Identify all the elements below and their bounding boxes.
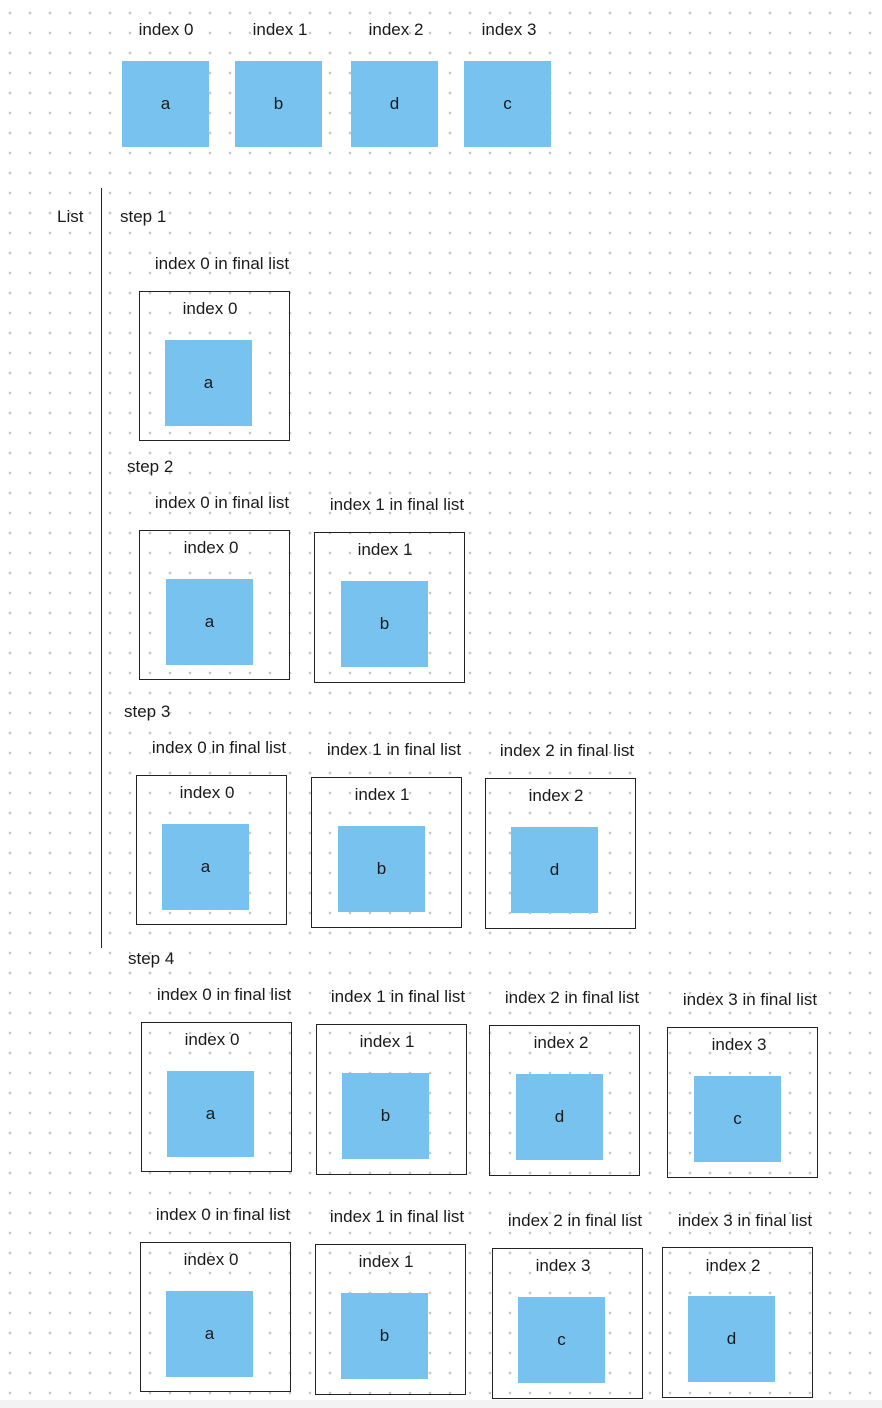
value-tile[interactable]: b bbox=[341, 581, 428, 667]
final-index-label: index 3 in final list bbox=[682, 990, 818, 1009]
tile-value: c bbox=[557, 1330, 566, 1349]
list-item-frame[interactable] bbox=[662, 1247, 813, 1398]
step-label: step 1 bbox=[120, 207, 167, 226]
value-tile[interactable]: a bbox=[166, 1291, 253, 1377]
final-index-label: index 1 in final list bbox=[329, 495, 465, 514]
tile-value: b bbox=[379, 614, 390, 633]
item-index-label: index 1 bbox=[359, 1032, 415, 1051]
tile-value: a bbox=[200, 857, 211, 876]
list-item-frame[interactable] bbox=[136, 775, 287, 925]
item-index-label: index 1 bbox=[357, 540, 413, 559]
list-item-frame[interactable] bbox=[315, 1244, 466, 1395]
tile-value: d bbox=[389, 94, 400, 113]
value-tile[interactable]: d bbox=[351, 61, 438, 147]
top-index-label: index 2 bbox=[368, 20, 424, 39]
value-tile[interactable]: d bbox=[511, 827, 598, 913]
tile-value: b bbox=[379, 1326, 390, 1345]
list-item-frame[interactable] bbox=[667, 1027, 818, 1178]
final-index-label: index 0 in final list bbox=[151, 738, 287, 757]
item-index-label: index 0 bbox=[179, 783, 235, 802]
final-index-label: index 0 in final list bbox=[154, 254, 290, 273]
value-tile[interactable]: d bbox=[688, 1296, 775, 1382]
list-item-frame[interactable] bbox=[492, 1248, 643, 1399]
final-index-label: index 0 in final list bbox=[154, 493, 290, 512]
step-label: step 2 bbox=[127, 457, 174, 476]
item-index-label: index 0 bbox=[183, 1250, 239, 1269]
tile-value: a bbox=[204, 612, 215, 631]
value-tile[interactable]: a bbox=[167, 1071, 254, 1157]
step-label: step 4 bbox=[128, 949, 175, 968]
list-divider-line bbox=[101, 188, 102, 948]
item-index-label: index 3 bbox=[711, 1035, 767, 1054]
list-item-frame[interactable] bbox=[141, 1022, 292, 1172]
value-tile[interactable]: b bbox=[342, 1073, 429, 1159]
item-index-label: index 3 bbox=[535, 1256, 591, 1275]
tile-value: b bbox=[380, 1106, 391, 1125]
item-index-label: index 1 bbox=[358, 1252, 414, 1271]
tile-value: a bbox=[205, 1104, 216, 1123]
item-index-label: index 2 bbox=[528, 786, 584, 805]
tile-value: c bbox=[733, 1109, 742, 1128]
list-item-frame[interactable] bbox=[139, 530, 290, 680]
tile-value: a bbox=[203, 373, 214, 392]
final-index-label: index 2 in final list bbox=[504, 988, 640, 1007]
item-index-label: index 0 bbox=[184, 1030, 240, 1049]
item-index-label: index 0 bbox=[183, 538, 239, 557]
value-tile[interactable]: c bbox=[694, 1076, 781, 1162]
value-tile[interactable]: b bbox=[338, 826, 425, 912]
final-index-label: index 1 in final list bbox=[330, 987, 466, 1006]
item-index-label: index 2 bbox=[533, 1033, 589, 1052]
value-tile[interactable]: c bbox=[464, 61, 551, 147]
top-index-label: index 1 bbox=[252, 20, 308, 39]
item-index-label: index 1 bbox=[354, 785, 410, 804]
top-index-label: index 3 bbox=[481, 20, 537, 39]
tile-value: d bbox=[549, 860, 560, 879]
step-label: step 3 bbox=[124, 702, 171, 721]
list-label: List bbox=[57, 207, 84, 226]
value-tile[interactable]: d bbox=[516, 1074, 603, 1160]
item-index-label: index 0 bbox=[182, 299, 238, 318]
tile-value: a bbox=[160, 94, 171, 113]
final-index-label: index 1 in final list bbox=[329, 1207, 465, 1226]
list-item-frame[interactable] bbox=[316, 1024, 467, 1175]
value-tile[interactable]: c bbox=[518, 1297, 605, 1383]
list-item-frame[interactable] bbox=[140, 1242, 291, 1392]
tile-value: c bbox=[503, 94, 512, 113]
final-index-label: index 2 in final list bbox=[507, 1211, 643, 1230]
list-item-frame[interactable] bbox=[139, 291, 290, 441]
tile-value: a bbox=[204, 1324, 215, 1343]
list-item-frame[interactable] bbox=[314, 532, 465, 683]
value-tile[interactable]: a bbox=[165, 340, 252, 426]
final-index-label: index 1 in final list bbox=[326, 740, 462, 759]
item-index-label: index 2 bbox=[705, 1256, 761, 1275]
value-tile[interactable]: a bbox=[122, 61, 209, 147]
tile-value: d bbox=[726, 1329, 737, 1348]
tile-value: b bbox=[273, 94, 284, 113]
tile-value: d bbox=[554, 1107, 565, 1126]
top-index-label: index 0 bbox=[138, 20, 194, 39]
final-index-label: index 0 in final list bbox=[156, 985, 292, 1004]
tile-value: b bbox=[376, 859, 387, 878]
final-index-label: index 0 in final list bbox=[155, 1205, 291, 1224]
list-item-frame[interactable] bbox=[311, 777, 462, 928]
final-index-label: index 2 in final list bbox=[499, 741, 635, 760]
final-index-label: index 3 in final list bbox=[677, 1211, 813, 1230]
list-item-frame[interactable] bbox=[485, 778, 636, 929]
list-item-frame[interactable] bbox=[489, 1025, 640, 1176]
canvas-bottom-edge bbox=[0, 1400, 882, 1408]
value-tile[interactable]: b bbox=[341, 1293, 428, 1379]
value-tile[interactable]: b bbox=[235, 61, 322, 147]
value-tile[interactable]: a bbox=[166, 579, 253, 665]
value-tile[interactable]: a bbox=[162, 824, 249, 910]
